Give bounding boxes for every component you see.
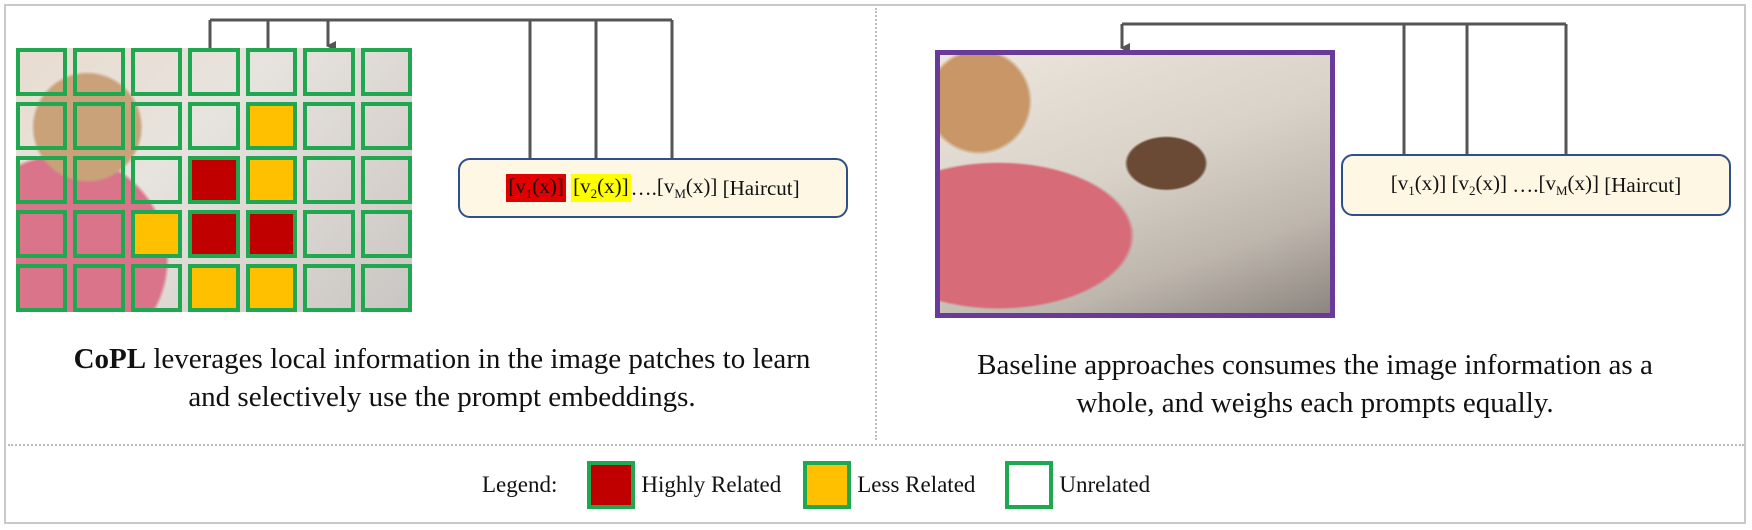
legend: Legend: Highly Related Less Related Unre… [482,458,1150,512]
image-patch-r4-c0 [16,264,68,312]
image-patch-r3-c0 [16,210,68,258]
image-patch-r0-c2 [130,48,183,96]
legend-swatch-less-related [803,461,852,509]
panel-divider-horizontal [8,444,1744,446]
prompt-dots: …. [630,175,657,200]
figure-frame [4,4,1746,524]
prompt-token-v2: [v2(x)] [571,173,631,203]
legend-swatch-highly-related [587,461,636,509]
image-patch-r1-c5 [303,102,355,150]
image-patch-r4-c1 [73,264,125,312]
image-patch-r2-c1 [73,156,125,204]
image-patch-r1-c2 [130,102,183,150]
image-patch-r4-c4 [245,264,298,312]
image-patch-r4-c6 [360,264,412,312]
image-patch-r1-c6 [360,102,412,150]
image-patch-r2-c5 [303,156,355,204]
image-patch-r1-c4 [245,102,298,150]
legend-swatch-unrelated [1005,461,1054,509]
copl-prompt-box: [v1(x)] [v2(x)] …. [vM(x)] [Haircut] [458,158,848,218]
image-patch-r0-c3 [188,48,240,96]
prompt-token-vm: [vM(x)] [1538,170,1600,199]
prompt-token-v2: [v2(x)] [1451,170,1507,199]
image-patch-r0-c4 [245,48,298,96]
prompt-token-v1: [v1(x)] [1390,170,1447,199]
image-patch-r2-c3 [188,156,240,204]
image-patch-r3-c4 [245,210,298,258]
image-patch-r1-c0 [16,102,68,150]
caption-method-name: CoPL [73,343,147,375]
image-patch-r4-c5 [303,264,355,312]
image-patch-r3-c1 [73,210,125,258]
image-patch-grid [16,48,412,312]
image-patch-r1-c1 [73,102,125,150]
image-patch-r1-c3 [188,102,240,150]
prompt-token-v1: [v1(x)] [506,173,566,203]
image-patch-r2-c0 [16,156,68,204]
legend-label-less-related: Less Related [857,472,976,497]
image-patch-r2-c4 [245,156,298,204]
baseline-caption: Baseline approaches consumes the image i… [977,349,1653,419]
image-patch-r0-c5 [303,48,355,96]
legend-title: Legend: [482,472,558,497]
image-patch-r3-c6 [360,210,412,258]
legend-label-unrelated: Unrelated [1059,472,1151,497]
legend-label-highly-related: Highly Related [641,472,782,497]
image-patch-r2-c6 [360,156,412,204]
prompt-token-vm: [vM(x)] [656,173,718,202]
image-patch-r2-c2 [130,156,183,204]
panel-divider-vertical [875,8,877,440]
prompt-class: [Haircut] [722,175,800,200]
image-patch-r4-c2 [130,264,183,312]
prompt-class: [Haircut] [1604,172,1682,197]
prompt-dots: …. [1512,172,1539,197]
image-patch-r4-c3 [188,264,240,312]
baseline-prompt-box: [v1(x)] [v2(x)] ….[vM(x)] [Haircut] [1341,154,1731,216]
image-patch-r0-c0 [16,48,68,96]
image-patch-r3-c2 [130,210,183,258]
image-patch-r0-c1 [73,48,125,96]
image-patch-r0-c6 [360,48,412,96]
copl-caption: CoPL leverages local information in the … [73,343,811,413]
image-patch-r3-c3 [188,210,240,258]
image-patch-r3-c5 [303,210,355,258]
baseline-whole-image [935,50,1335,318]
